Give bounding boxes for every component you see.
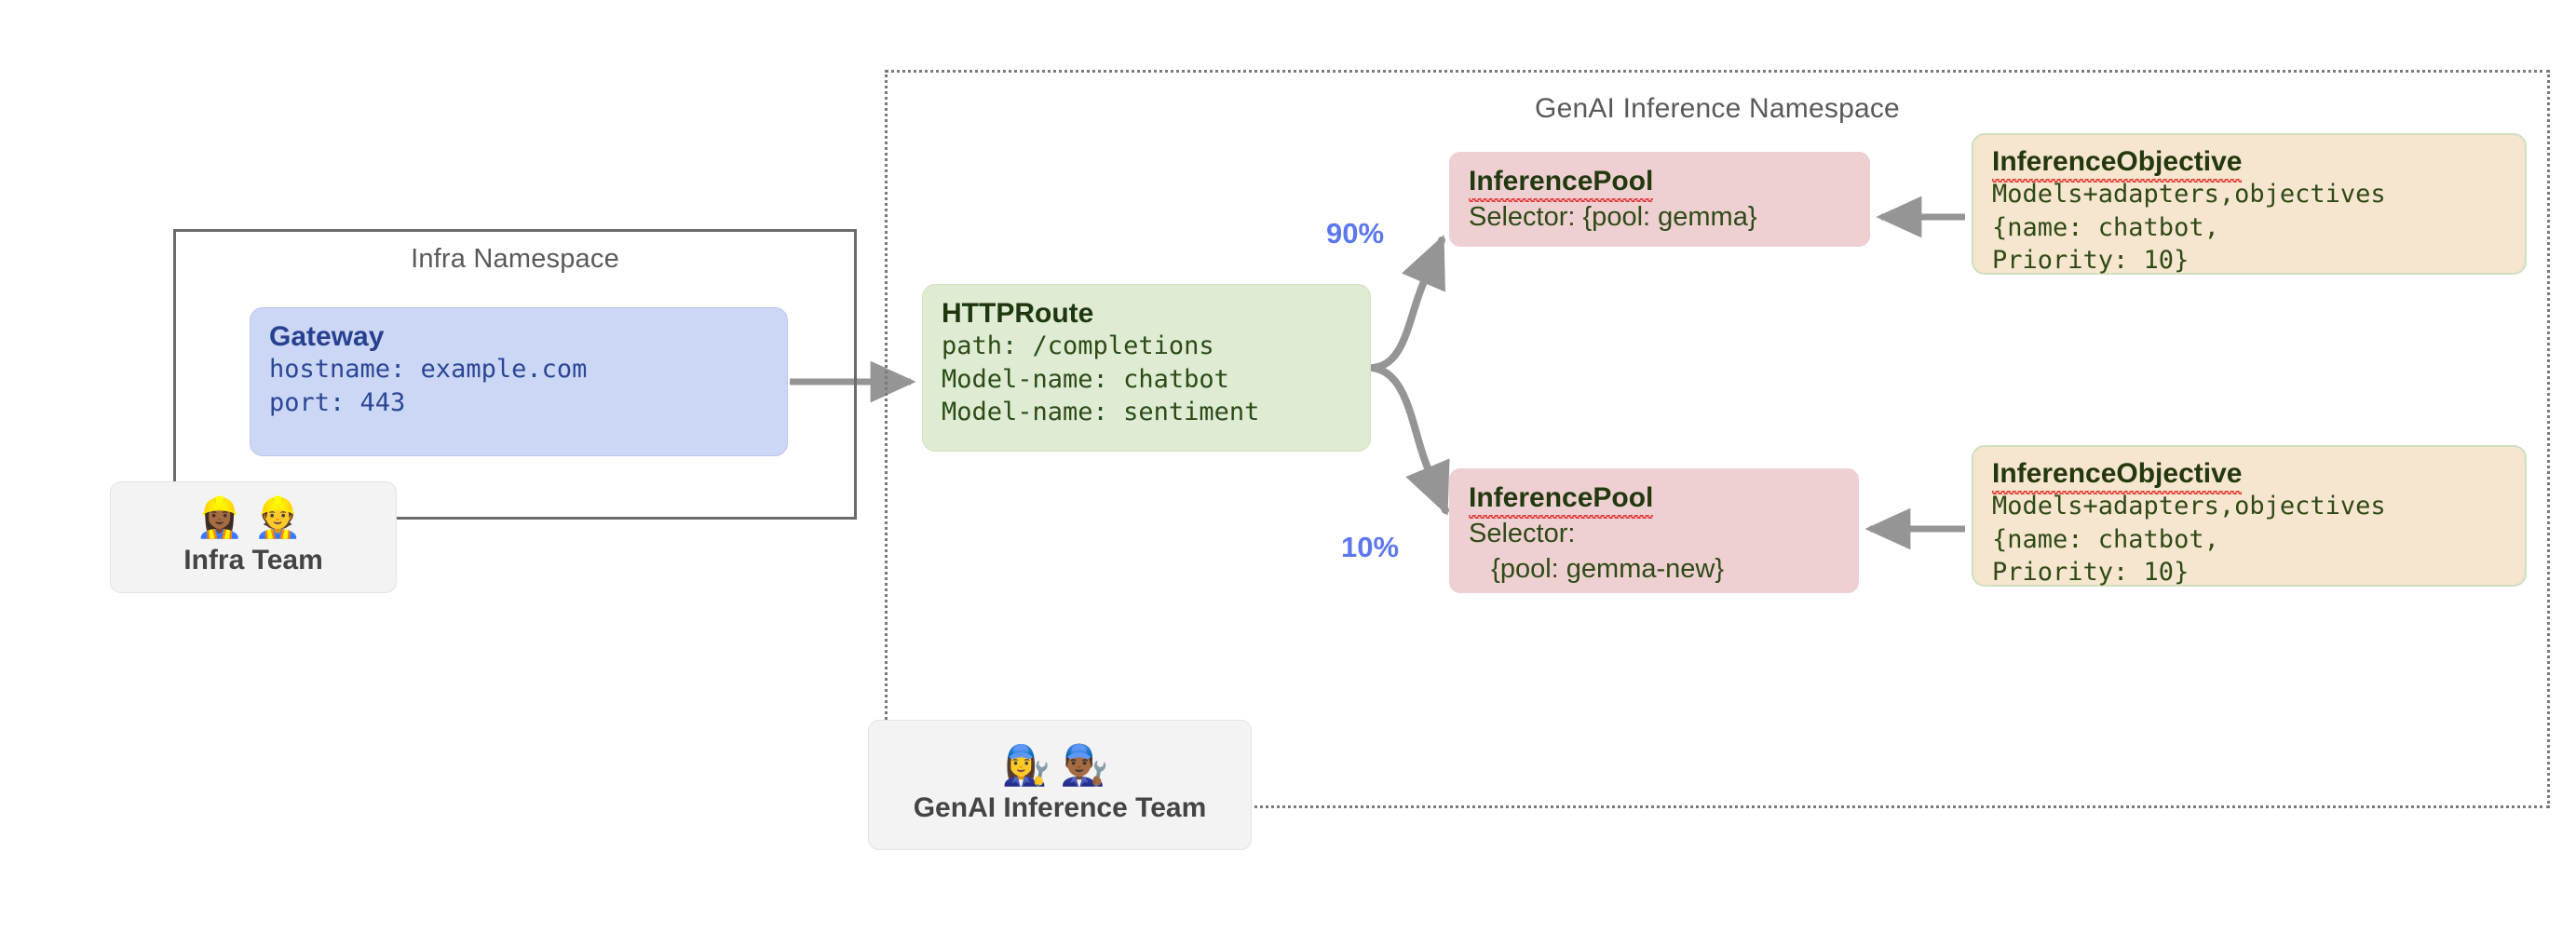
inferenceobjective-bottom-priority: Priority: 10} bbox=[1992, 558, 2190, 588]
infra-team-avatars: 👷🏾‍♀️👷 bbox=[195, 495, 312, 539]
spellcheck-underline: InferencePool bbox=[1469, 482, 1654, 519]
httproute-card[interactable]: HTTPRoute path: /completions Model-name:… bbox=[922, 284, 1371, 452]
inferencepool-gemma-new-title: InferencePool bbox=[1469, 482, 1839, 519]
httproute-model-name-chatbot: Model-name: chatbot bbox=[942, 364, 1229, 394]
genai-team-label: GenAI Inference Team bbox=[913, 792, 1207, 823]
spellcheck-underline: InferenceObjective bbox=[1992, 458, 2243, 494]
inferencepool-gemma-new-selector-value: {pool: gemma-new} bbox=[1469, 554, 1725, 585]
httproute-path: path: /completions bbox=[942, 331, 1214, 360]
gateway-card[interactable]: Gateway hostname: example.com port: 443 bbox=[250, 307, 788, 456]
inferenceobjective-bottom-models: Models+adapters,objectives bbox=[1992, 491, 2386, 521]
genai-namespace-boundary bbox=[885, 70, 2550, 808]
infra-namespace-title: Infra Namespace bbox=[411, 244, 619, 274]
inferencepool-gemma-new-selector-label: Selector: bbox=[1469, 518, 1576, 548]
infra-namespace-boundary bbox=[173, 229, 857, 520]
genai-team-avatars: 👩‍🔧👨🏾‍🔧 bbox=[1001, 743, 1119, 787]
inferencepool-gemma-new-card[interactable]: InferencePool Selector: {pool: gemma-new… bbox=[1449, 468, 1859, 593]
infra-team-badge[interactable]: 👷🏾‍♀️👷 Infra Team bbox=[110, 481, 397, 593]
inferenceobjective-top-priority: Priority: 10} bbox=[1992, 246, 2190, 276]
httproute-title: HTTPRoute bbox=[942, 298, 1094, 329]
gateway-port: port: 443 bbox=[269, 387, 406, 417]
gateway-hostname: hostname: example.com bbox=[269, 354, 588, 384]
inferencepool-gemma-card[interactable]: InferencePool Selector: {pool: gemma} bbox=[1449, 152, 1870, 247]
inferencepool-gemma-selector: Selector: {pool: gemma} bbox=[1469, 201, 1757, 232]
inferenceobjective-bottom-title: InferenceObjective bbox=[1992, 458, 2506, 494]
infra-team-label: Infra Team bbox=[183, 545, 323, 575]
inferenceobjective-top-title: InferenceObjective bbox=[1992, 146, 2506, 183]
traffic-weight-90: 90% bbox=[1326, 217, 1385, 250]
genai-namespace-title: GenAI Inference Namespace bbox=[1535, 93, 1900, 124]
inferenceobjective-top-name: {name: chatbot, bbox=[1992, 212, 2219, 242]
inferenceobjective-top-card[interactable]: InferenceObjective Models+adapters,objec… bbox=[1972, 133, 2527, 275]
httproute-model-name-sentiment: Model-name: sentiment bbox=[942, 398, 1260, 427]
gateway-title: Gateway bbox=[269, 321, 385, 352]
inferenceobjective-bottom-name: {name: chatbot, bbox=[1992, 524, 2219, 554]
inferenceobjective-bottom-card[interactable]: InferenceObjective Models+adapters,objec… bbox=[1972, 445, 2527, 587]
traffic-weight-10: 10% bbox=[1341, 531, 1400, 563]
genai-team-badge[interactable]: 👩‍🔧👨🏾‍🔧 GenAI Inference Team bbox=[868, 720, 1252, 850]
inferencepool-gemma-title: InferencePool bbox=[1469, 166, 1851, 202]
inferenceobjective-top-models: Models+adapters,objectives bbox=[1992, 179, 2386, 209]
spellcheck-underline: InferenceObjective bbox=[1992, 146, 2243, 183]
spellcheck-underline: InferencePool bbox=[1469, 166, 1654, 202]
